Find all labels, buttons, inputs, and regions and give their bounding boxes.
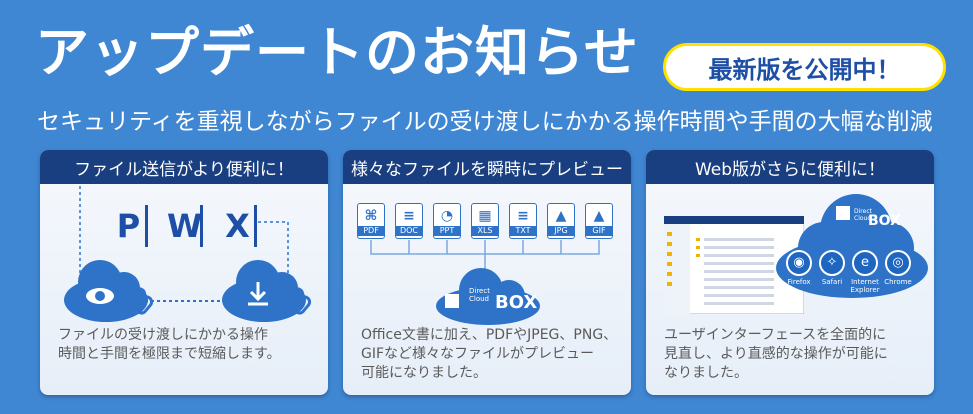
- browser-label: Firefox: [787, 278, 811, 286]
- word-icon: W: [167, 205, 203, 247]
- powerpoint-icon: P: [112, 205, 148, 247]
- feature-card-web: Web版がさらに便利に！ Direct Cloud BOX ◉ ✧ e ◎ Fi…: [646, 150, 934, 395]
- logo-small-text: Direct Cloud: [854, 208, 872, 222]
- logo-small-text: Direct Cloud: [469, 287, 490, 303]
- card-title: 様々なファイルを瞬時にプレビュー: [343, 150, 631, 184]
- web-app-screenshot: [664, 216, 804, 314]
- safari-icon: ✧: [819, 250, 845, 276]
- browser-label: Chrome: [884, 278, 912, 286]
- firefox-icon: ◉: [786, 250, 812, 276]
- excel-icon: X: [221, 205, 257, 247]
- jpg-file-icon: ▲JPG: [547, 203, 575, 239]
- card-title: ファイル送信がより便利に！: [40, 150, 328, 184]
- gif-file-icon: ▲GIF: [585, 203, 613, 239]
- file-connector-lines: [370, 240, 600, 270]
- download-cloud-icon: [222, 260, 306, 322]
- internet-explorer-icon: e: [852, 250, 878, 276]
- pdf-file-icon: ⌘PDF: [357, 203, 385, 239]
- browser-label: Internet Explorer: [850, 278, 880, 294]
- eye-cloud-icon: [64, 260, 148, 322]
- card-description: Office文書に加え、PDFやJPEG、PNG、 GIFなど様々なファイルがプ…: [361, 327, 618, 381]
- browser-label: Safari: [821, 278, 843, 286]
- directcloud-box-cloud-icon: [436, 268, 540, 325]
- xls-file-icon: ▦XLS: [471, 203, 499, 239]
- page-title: アップデートのお知らせ: [35, 21, 639, 84]
- logo-box-text: BOX: [868, 213, 901, 229]
- link-icon: [127, 287, 312, 315]
- feature-card-preview: 様々なファイルを瞬時にプレビュー ⌘PDF ≡DOC ◔PPT ▦XLS ≡TX…: [343, 150, 631, 395]
- card-description: ファイルの受け渡しにかかる操作 時間と手間を極限まで短縮します。: [58, 327, 281, 362]
- ppt-file-icon: ◔PPT: [433, 203, 461, 239]
- card-title: Web版がさらに便利に！: [646, 150, 934, 184]
- card-description: ユーザインターフェースを全面的に 見直し、より直感的な操作が可能に なりました。: [664, 327, 888, 381]
- chrome-icon: ◎: [885, 250, 911, 276]
- txt-file-icon: ≡TXT: [509, 203, 537, 239]
- new-version-badge: 最新版を公開中！: [663, 43, 946, 91]
- file-send-illustration: [64, 184, 312, 322]
- feature-card-file-send: ファイル送信がより便利に！ P W X ファ: [40, 150, 328, 395]
- doc-file-icon: ≡DOC: [395, 203, 423, 239]
- logo-box-text: BOX: [495, 292, 538, 313]
- page-subtitle: セキュリティを重視しながらファイルの受け渡しにかかる操作時間や手間の大幅な削減: [37, 109, 933, 135]
